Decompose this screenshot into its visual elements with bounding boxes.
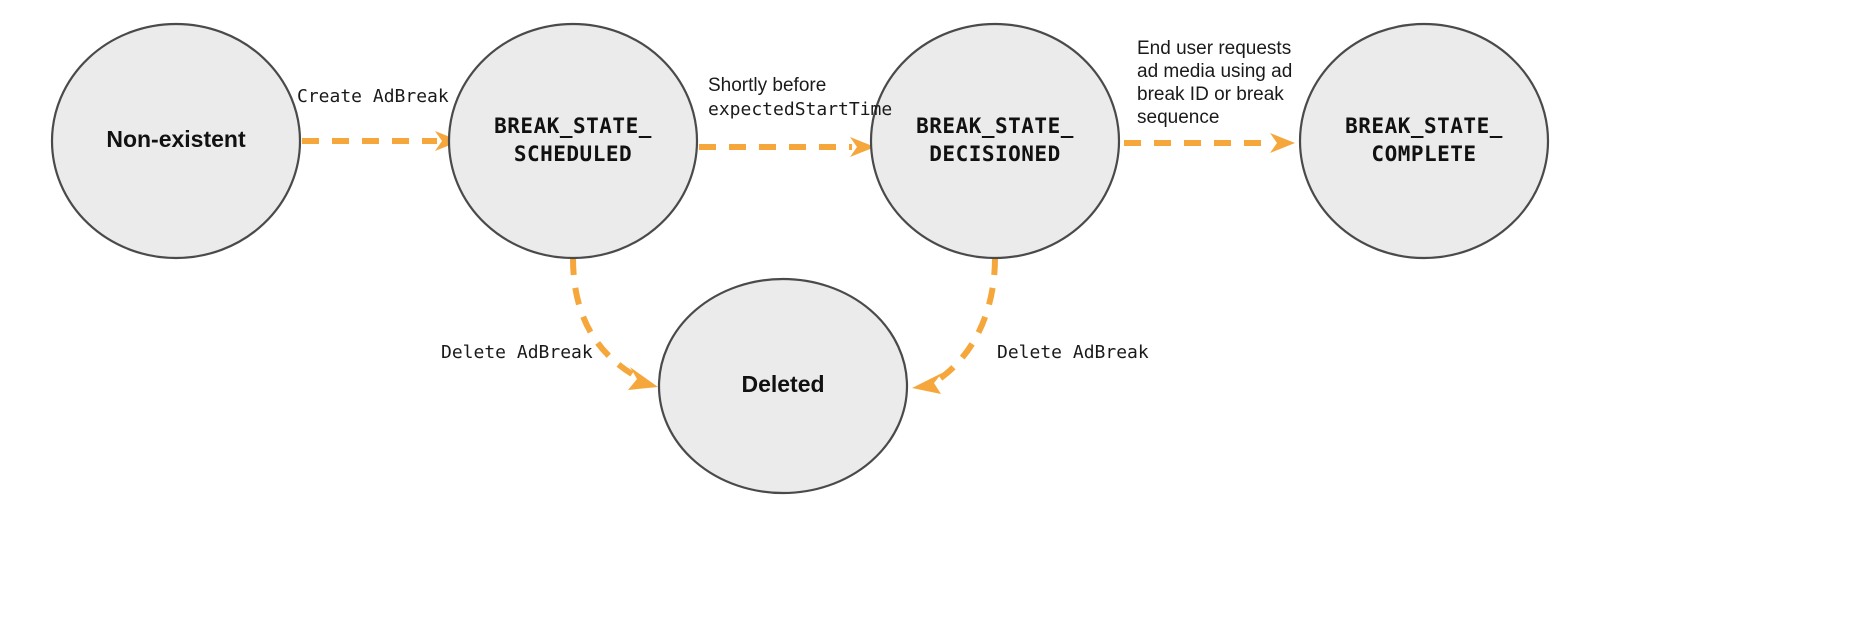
edge-label-decisioned-to-complete-line-3: sequence <box>1137 107 1219 128</box>
edge-create-adbreak <box>302 131 460 151</box>
edge-line-scheduled-to-deleted <box>570 257 634 377</box>
edge-label-decisioned-to-complete-line-2: break ID or break <box>1137 84 1284 105</box>
node-label-break-state-decisioned-line-0: BREAK_STATE_ <box>916 114 1074 138</box>
nodes-layer: Non-existentBREAK_STATE_SCHEDULEDBREAK_S… <box>50 22 1550 495</box>
node-shape-break-state-complete <box>1298 22 1550 260</box>
edges-layer <box>302 131 1295 394</box>
state-node-deleted[interactable]: Deleted <box>657 277 909 495</box>
edge-label-decisioned-to-complete-line-0: End user requests <box>1137 38 1291 59</box>
arrowhead-icon <box>435 131 460 151</box>
edge-label-decisioned-to-complete-line-1: ad media using ad <box>1137 61 1292 82</box>
state-node-break-state-scheduled[interactable]: BREAK_STATE_ SCHEDULED <box>447 22 699 260</box>
edge-decisioned-to-deleted <box>912 257 998 394</box>
node-label-break-state-complete-line-1: COMPLETE <box>1371 142 1476 166</box>
state-node-non-existent[interactable]: Non-existent <box>50 22 302 260</box>
edge-label-scheduled-to-decisioned-line-1: expectedStartTime <box>708 99 892 120</box>
node-shape-non-existent <box>50 22 302 260</box>
arrowhead-icon <box>628 367 658 390</box>
edge-scheduled-to-deleted <box>570 257 658 390</box>
node-label-deleted-line-0: Deleted <box>741 371 824 397</box>
node-label-break-state-complete-line-0: BREAK_STATE_ <box>1345 114 1503 138</box>
edge-line-decisioned-to-deleted <box>936 257 998 383</box>
node-shape-break-state-scheduled <box>447 22 699 260</box>
node-label-non-existent-line-0: Non-existent <box>106 126 246 152</box>
edge-label-scheduled-to-decisioned-line-0: Shortly before <box>708 75 826 96</box>
edge-label-scheduled-to-deleted-line-0: Delete AdBreak <box>441 342 593 363</box>
node-label-break-state-scheduled-line-0: BREAK_STATE_ <box>494 114 652 138</box>
edge-labels-layer: Create AdBreak Shortly before expectedStar… <box>297 38 1292 363</box>
state-node-break-state-decisioned[interactable]: BREAK_STATE_ DECISIONED <box>869 22 1121 260</box>
edge-label-decisioned-to-deleted-line-0: Delete AdBreak <box>997 342 1149 363</box>
node-label-break-state-decisioned-line-1: DECISIONED <box>929 142 1060 166</box>
arrowhead-icon <box>1270 133 1295 153</box>
node-label-break-state-scheduled-line-1: SCHEDULED <box>514 142 632 166</box>
node-shape-deleted <box>657 277 909 495</box>
arrowhead-icon <box>850 137 875 157</box>
state-node-break-state-complete[interactable]: BREAK_STATE_ COMPLETE <box>1298 22 1550 260</box>
edge-scheduled-to-decisioned <box>699 137 875 157</box>
arrowhead-icon <box>912 373 942 394</box>
edge-label-create-adbreak-line-0: Create AdBreak <box>297 86 449 107</box>
edge-decisioned-to-complete <box>1124 133 1295 153</box>
node-shape-break-state-decisioned <box>869 22 1121 260</box>
